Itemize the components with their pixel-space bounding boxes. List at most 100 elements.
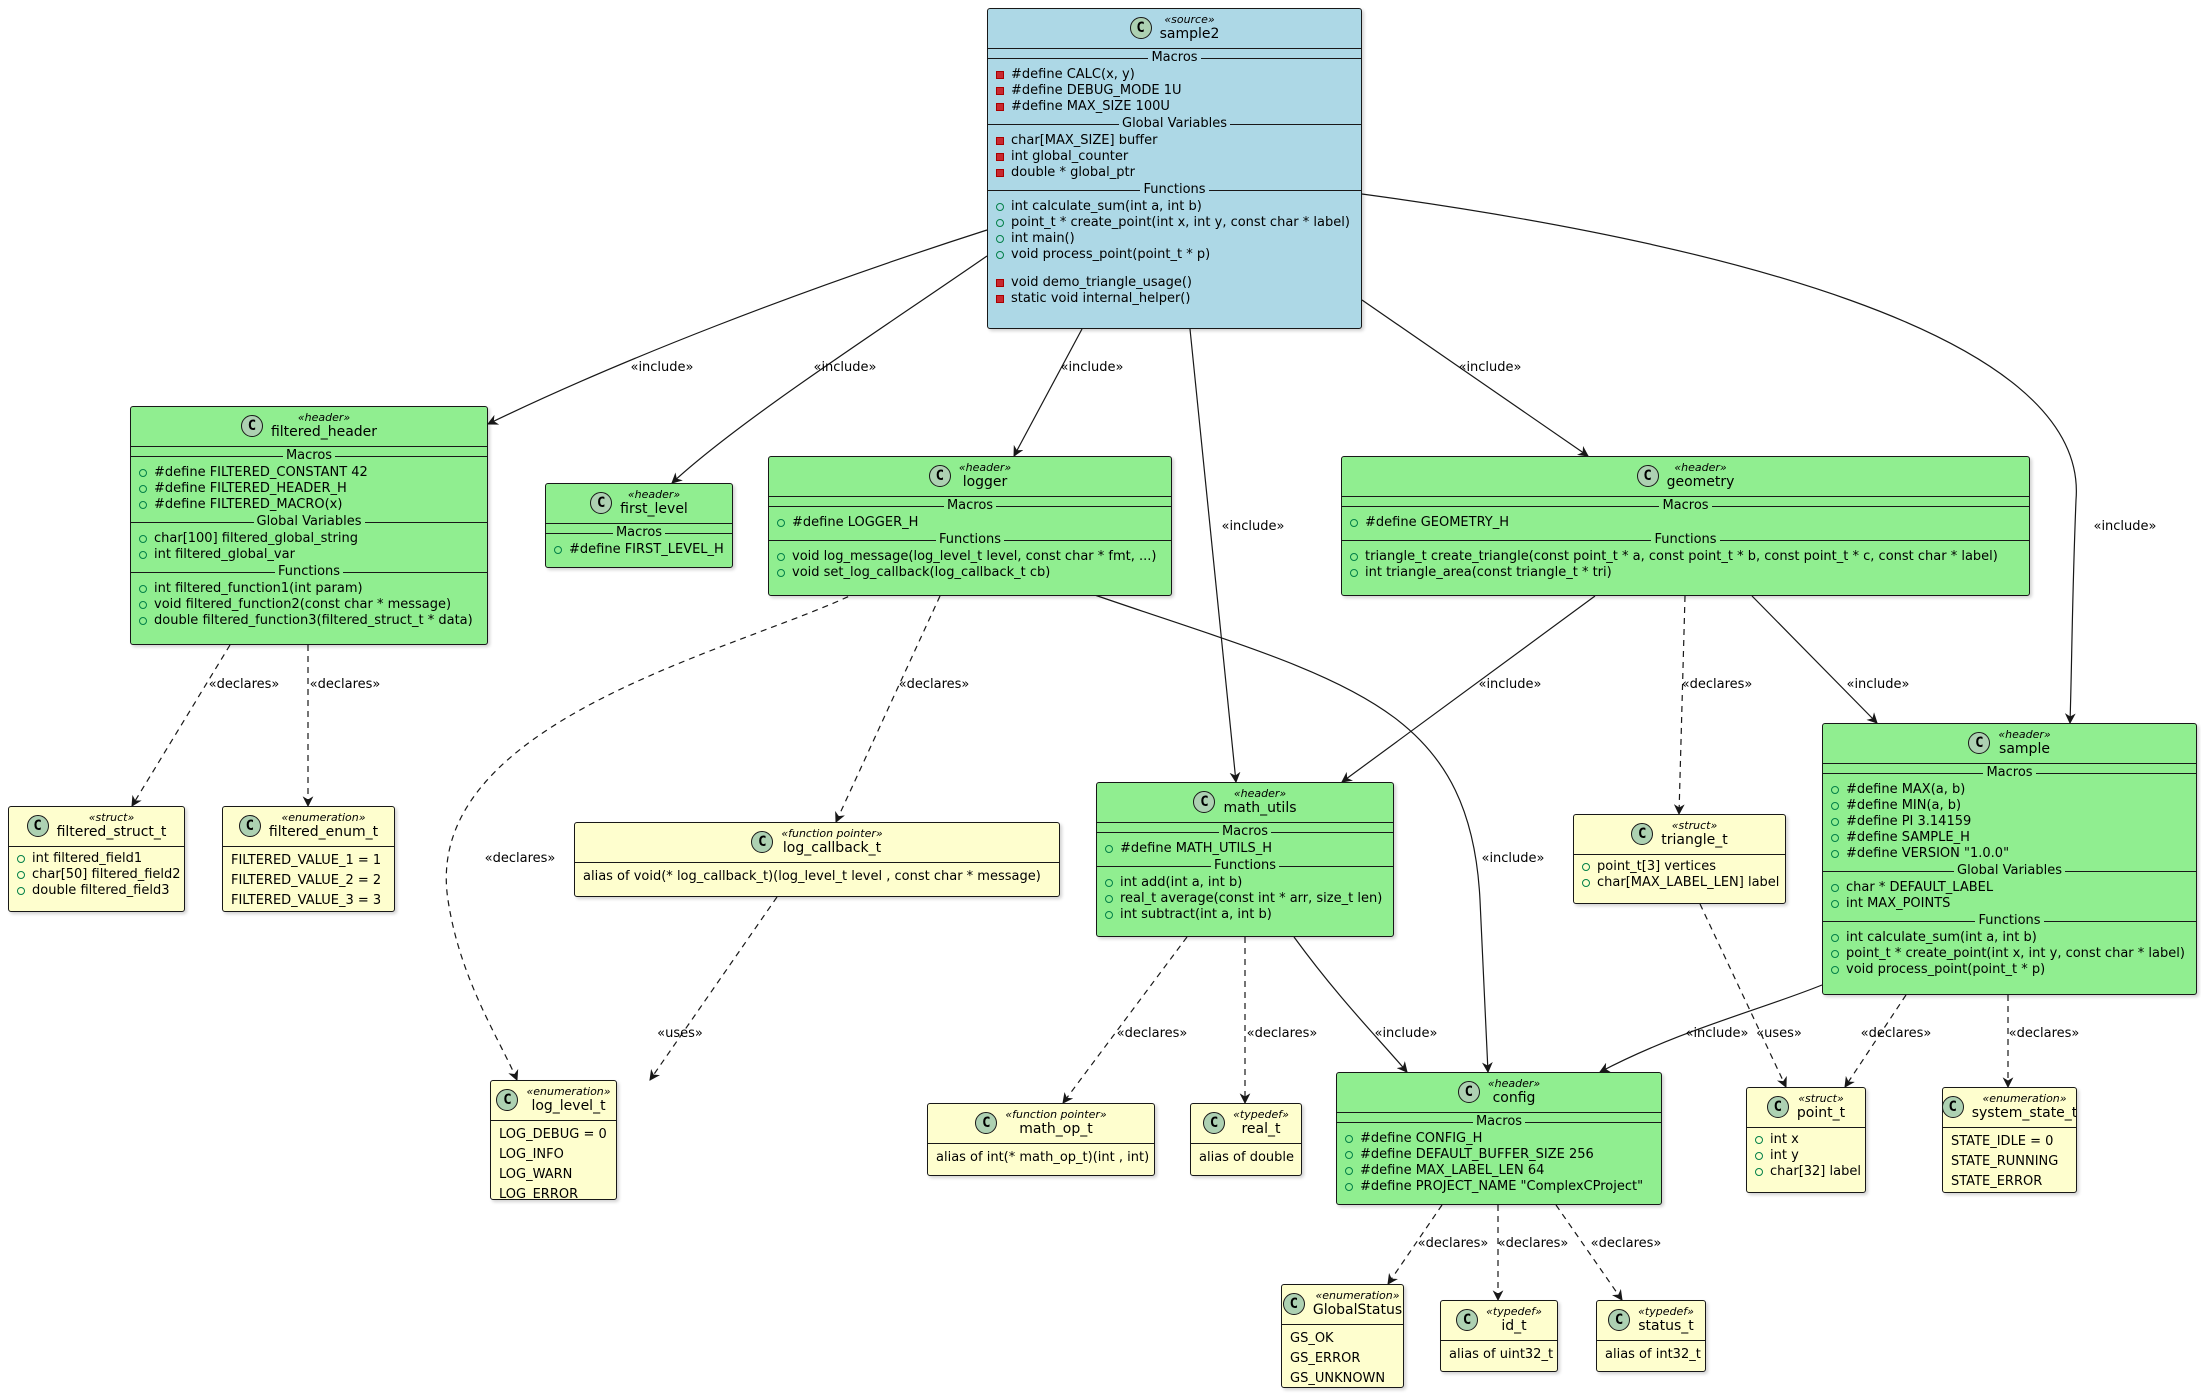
node-name: filtered_header: [270, 424, 378, 440]
section-separator: Global Variables: [1823, 864, 2196, 878]
member-row: #define MAX_SIZE 100U: [988, 99, 1361, 115]
member-row: #define VERSION "1.0.0": [1823, 846, 2196, 862]
public-visibility-icon: [777, 553, 785, 561]
public-visibility-icon: [17, 871, 25, 879]
member-row: #define MAX(a, b): [1823, 782, 2196, 798]
section-separator: Global Variables: [131, 515, 487, 529]
member-text: int add(int a, int b): [1120, 875, 1243, 890]
node-name: logger: [962, 474, 1008, 490]
member-text: #define MAX(a, b): [1846, 782, 1966, 797]
member-text: int global_counter: [1011, 149, 1129, 164]
node-name: log_callback_t: [782, 840, 882, 856]
member-row: void demo_triangle_usage(): [988, 275, 1361, 291]
public-visibility-icon: [777, 519, 785, 527]
private-visibility-icon: [996, 295, 1004, 303]
edge-math-utils-to-math-op-t: [1062, 936, 1188, 1104]
public-visibility-icon: [1345, 1183, 1353, 1191]
class-c-icon: C: [240, 415, 263, 437]
class-c-icon: C: [1193, 791, 1216, 813]
member-text: #define FIRST_LEVEL_H: [569, 542, 724, 557]
edge-label: «uses»: [1756, 1026, 1802, 1041]
member-text: alias of int32_t: [1605, 1347, 1701, 1362]
public-visibility-icon: [1831, 884, 1839, 892]
member-text: #define MIN(a, b): [1846, 798, 1962, 813]
public-visibility-icon: [1350, 569, 1358, 577]
stereotype-label: «header»: [1233, 787, 1287, 800]
class-c-icon: C: [496, 1089, 519, 1111]
member-text: void filtered_function2(const char * mes…: [154, 597, 452, 612]
private-visibility-icon: [996, 169, 1004, 177]
stereotype-label: «enumeration»: [1315, 1289, 1400, 1302]
member-text: #define SAMPLE_H: [1846, 830, 1970, 845]
node-body: Macros#define FIRST_LEVEL_H: [546, 526, 732, 562]
section-separator: Functions: [1097, 859, 1393, 873]
section-title: Macros: [1475, 1114, 1523, 1129]
member-row: char[50] filtered_field2: [9, 867, 184, 883]
edge-label: «include»: [1481, 851, 1544, 866]
public-visibility-icon: [1831, 950, 1839, 958]
member-row: #define GEOMETRY_H: [1342, 515, 2029, 531]
public-visibility-icon: [1831, 834, 1839, 842]
member-text: int MAX_POINTS: [1846, 896, 1951, 911]
member-row: LOG_INFO: [491, 1145, 616, 1165]
member-text: void set_log_callback(log_callback_t cb): [792, 565, 1051, 580]
edge-label: «include»: [1060, 360, 1123, 375]
node-header: C«source»sample2: [988, 9, 1361, 49]
member-text: #define MAX_LABEL_LEN 64: [1360, 1163, 1545, 1178]
member-row: STATE_ERROR: [1943, 1172, 2076, 1192]
node-header: C«enumeration»system_state_t: [1943, 1088, 2076, 1128]
edge-triangle-t-to-point-t: [1699, 903, 1787, 1088]
member-text: char[MAX_LABEL_LEN] label: [1597, 875, 1780, 890]
member-text: void process_point(point_t * p): [1846, 962, 2046, 977]
member-text: #define DEFAULT_BUFFER_SIZE 256: [1360, 1147, 1594, 1162]
public-visibility-icon: [1831, 966, 1839, 974]
public-visibility-icon: [1350, 519, 1358, 527]
public-visibility-icon: [1755, 1136, 1763, 1144]
edge-sample-to-point-t: [1844, 994, 1907, 1088]
stereotype-label: «header»: [958, 461, 1012, 474]
stereotype-label: «struct»: [1671, 819, 1718, 832]
stereotype-label: «enumeration»: [526, 1085, 611, 1098]
node-header: C«header»sample: [1823, 724, 2196, 764]
member-gap: [988, 263, 1361, 275]
edge-label: «include»: [813, 360, 876, 375]
member-text: #define GEOMETRY_H: [1365, 515, 1510, 530]
node-header: C«struct»filtered_struct_t: [9, 807, 184, 847]
member-row: FILTERED_VALUE_1 = 1: [223, 851, 394, 871]
class-c-icon: C: [1968, 732, 1991, 754]
node-header: C«enumeration»filtered_enum_t: [223, 807, 394, 847]
member-text: static void internal_helper(): [1011, 291, 1191, 306]
edge-label: «include»: [1221, 519, 1284, 534]
member-row: int global_counter: [988, 149, 1361, 165]
class-c-icon: C: [751, 831, 774, 853]
class-c-icon: C: [26, 815, 49, 837]
member-row: void filtered_function2(const char * mes…: [131, 597, 487, 613]
member-row: char[MAX_LABEL_LEN] label: [1574, 875, 1785, 891]
edge-math-utils-to-config: [1293, 936, 1408, 1073]
node-name: GlobalStatus: [1312, 1302, 1403, 1318]
node-name: config: [1492, 1090, 1536, 1106]
